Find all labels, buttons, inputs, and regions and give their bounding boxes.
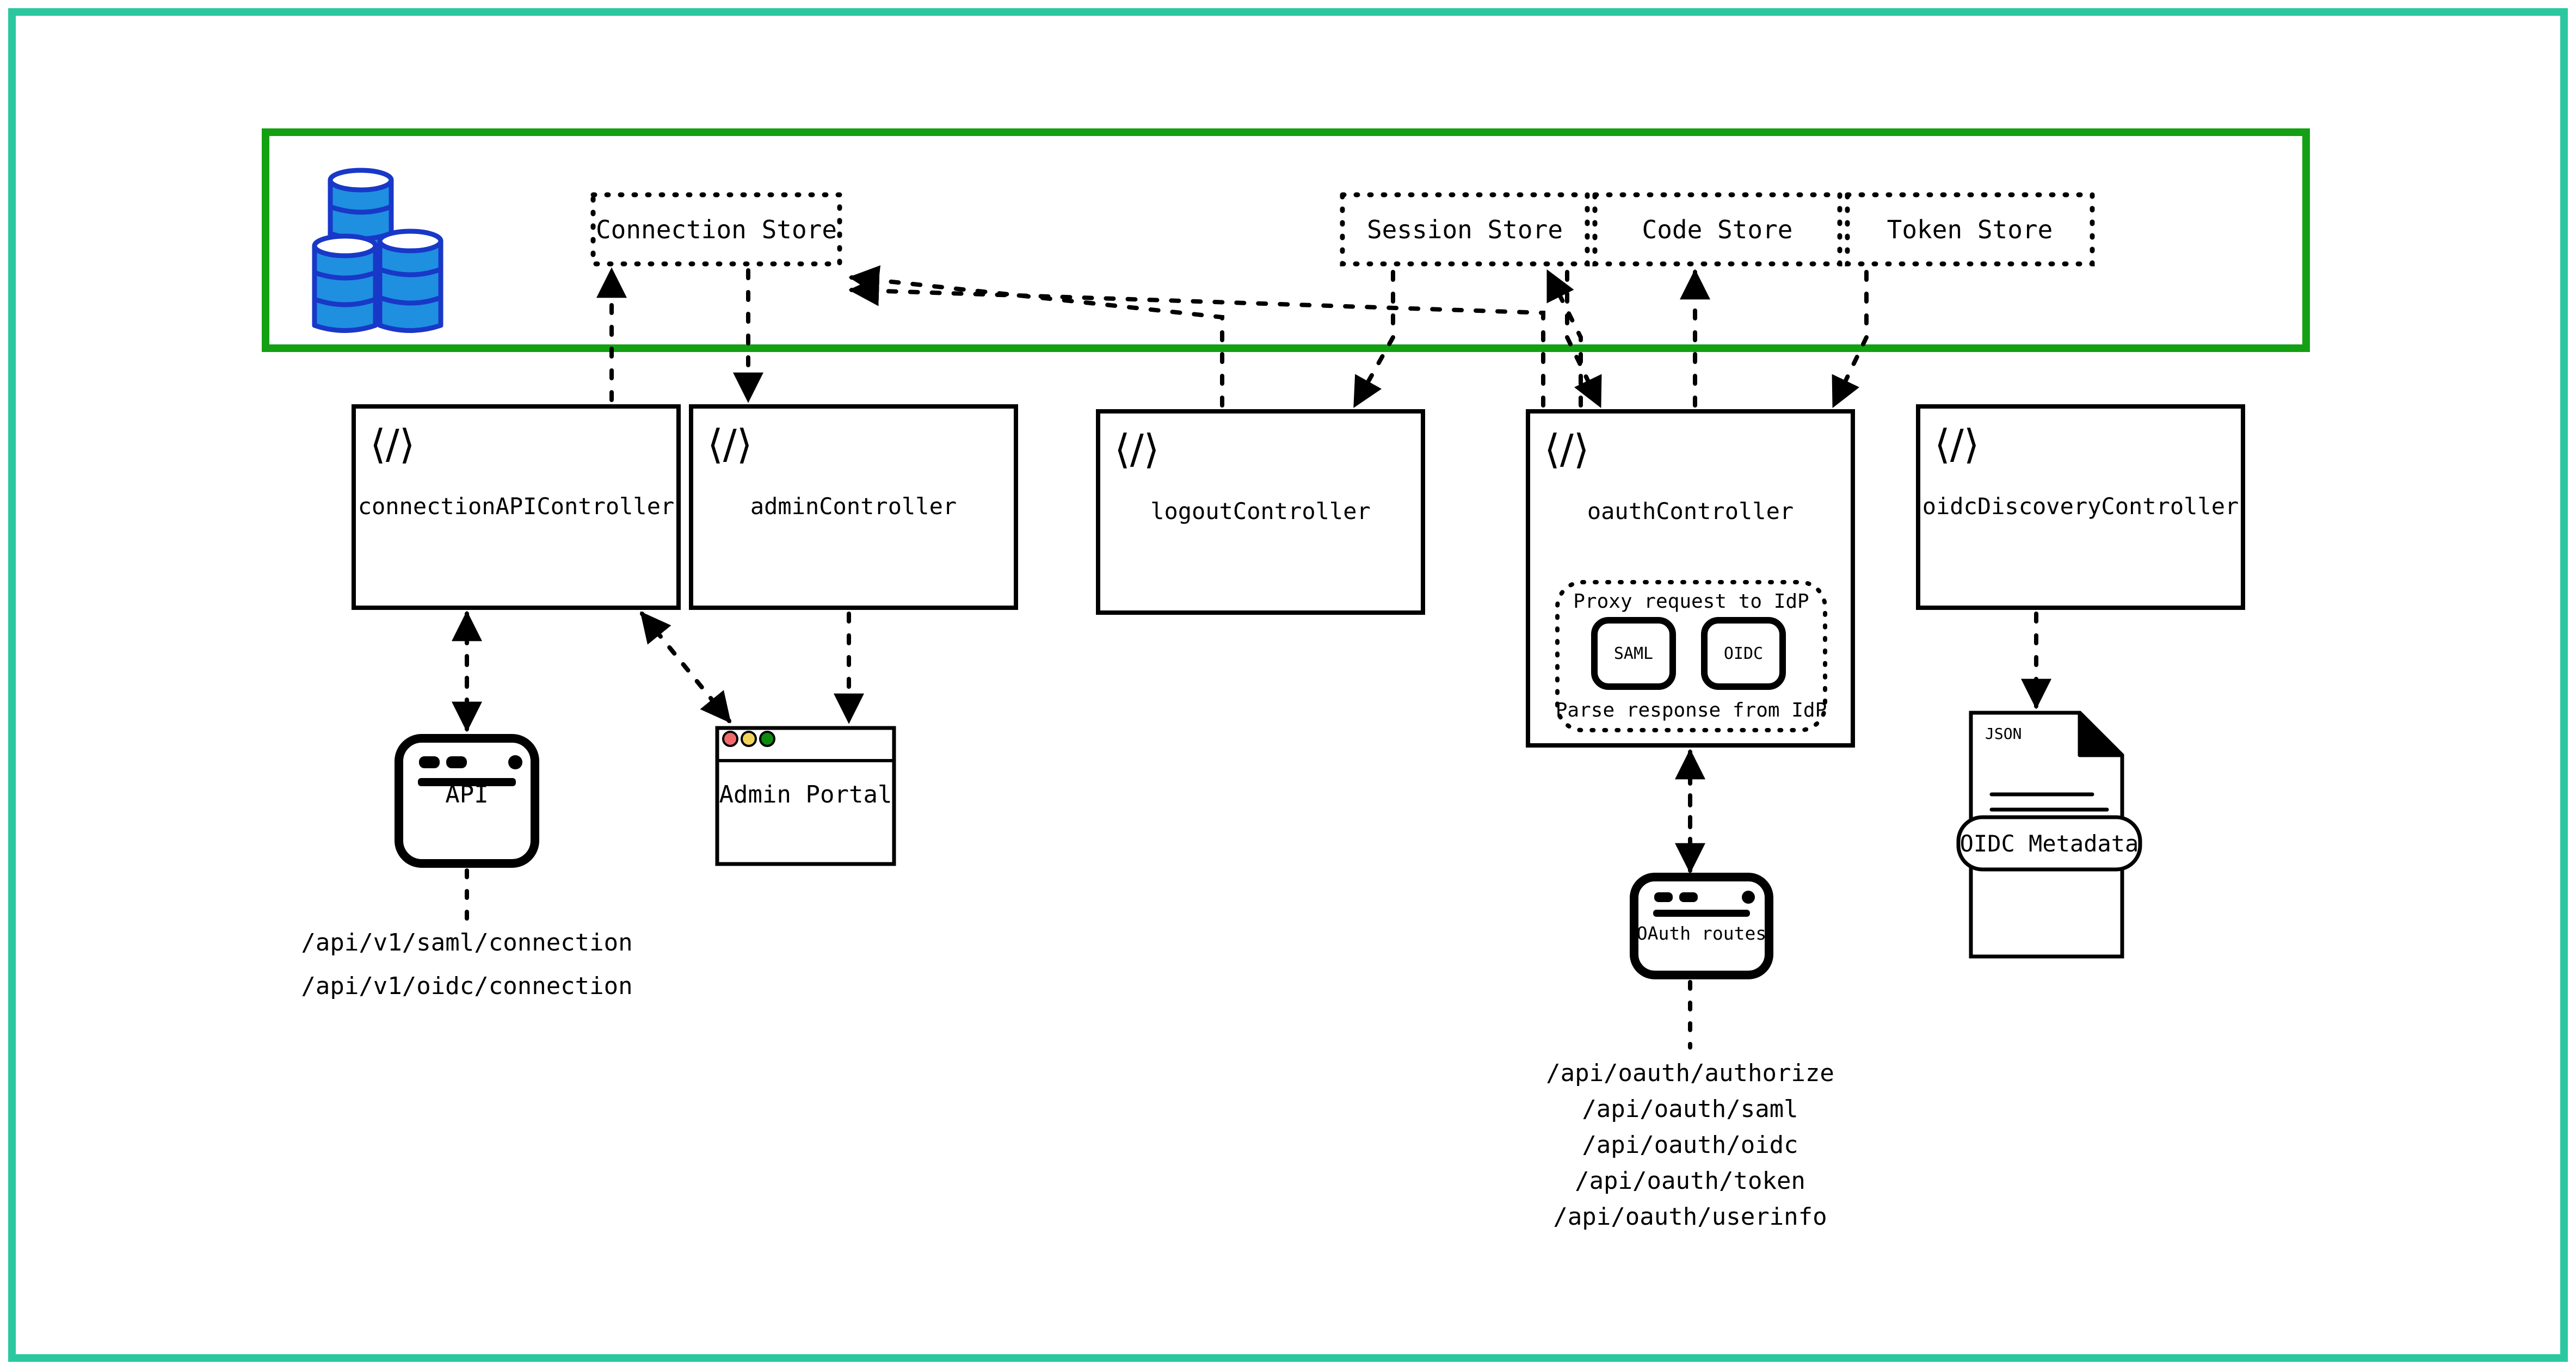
edge-oauth-to-sessionstore <box>1546 269 1583 408</box>
store-connection-box <box>590 192 842 267</box>
outer-frame <box>8 8 2568 1362</box>
controller-admin-box <box>689 404 1018 610</box>
edge-sessionstore-to-oauth <box>1565 270 1602 409</box>
client-oauth-routes-shape <box>1630 873 1773 979</box>
controller-logout-box <box>1096 409 1425 615</box>
code-brackets-icon: ⟨/⟩ <box>370 421 415 468</box>
edge-tokenstore-to-oauth <box>1832 270 1869 409</box>
endpoint-item: /api/v1/oidc/connection <box>301 972 633 1000</box>
protocol-saml-box <box>1591 617 1676 690</box>
endpoint-item: /api/oauth/oidc <box>1582 1131 1798 1159</box>
endpoint-item: /api/oauth/saml <box>1582 1095 1798 1123</box>
client-api-shape <box>395 734 539 868</box>
connection-endpoint-list: /api/v1/saml/connection /api/v1/oidc/con… <box>301 925 632 1004</box>
storage-container <box>262 128 2310 352</box>
controller-connection-api-box <box>352 404 681 610</box>
endpoint-item: /api/oauth/userinfo <box>1553 1203 1827 1231</box>
endpoint-item: /api/oauth/authorize <box>1546 1059 1834 1087</box>
oauth-idp-panel <box>1555 580 1827 732</box>
client-admin-portal-shape <box>715 726 896 866</box>
endpoint-item: /api/oauth/token <box>1575 1167 1805 1195</box>
oauth-endpoint-list: /api/oauth/authorize /api/oauth/saml /ap… <box>1543 1056 1837 1235</box>
database-stack-icon <box>312 168 443 333</box>
store-session-box <box>1340 192 1590 267</box>
store-code-box <box>1592 192 1842 267</box>
code-brackets-icon: ⟨/⟩ <box>1934 421 1980 468</box>
doc-oidc-metadata-shape <box>1956 711 2142 959</box>
code-brackets-icon: ⟨/⟩ <box>1544 426 1589 473</box>
edge-sessionstore-to-logout <box>1353 270 1395 408</box>
controller-oidc-box <box>1916 404 2245 610</box>
edge-oauth-to-connstore <box>848 275 1545 408</box>
protocol-oidc-box <box>1701 617 1786 690</box>
edge-portal-to-admin <box>640 611 731 723</box>
endpoint-item: /api/v1/saml/connection <box>301 929 633 956</box>
controller-oauth-box <box>1526 409 1855 748</box>
store-token-box <box>1845 192 2095 267</box>
edge-logout-to-connstore <box>848 265 1224 408</box>
code-brackets-icon: ⟨/⟩ <box>707 421 753 468</box>
code-brackets-icon: ⟨/⟩ <box>1114 426 1160 473</box>
